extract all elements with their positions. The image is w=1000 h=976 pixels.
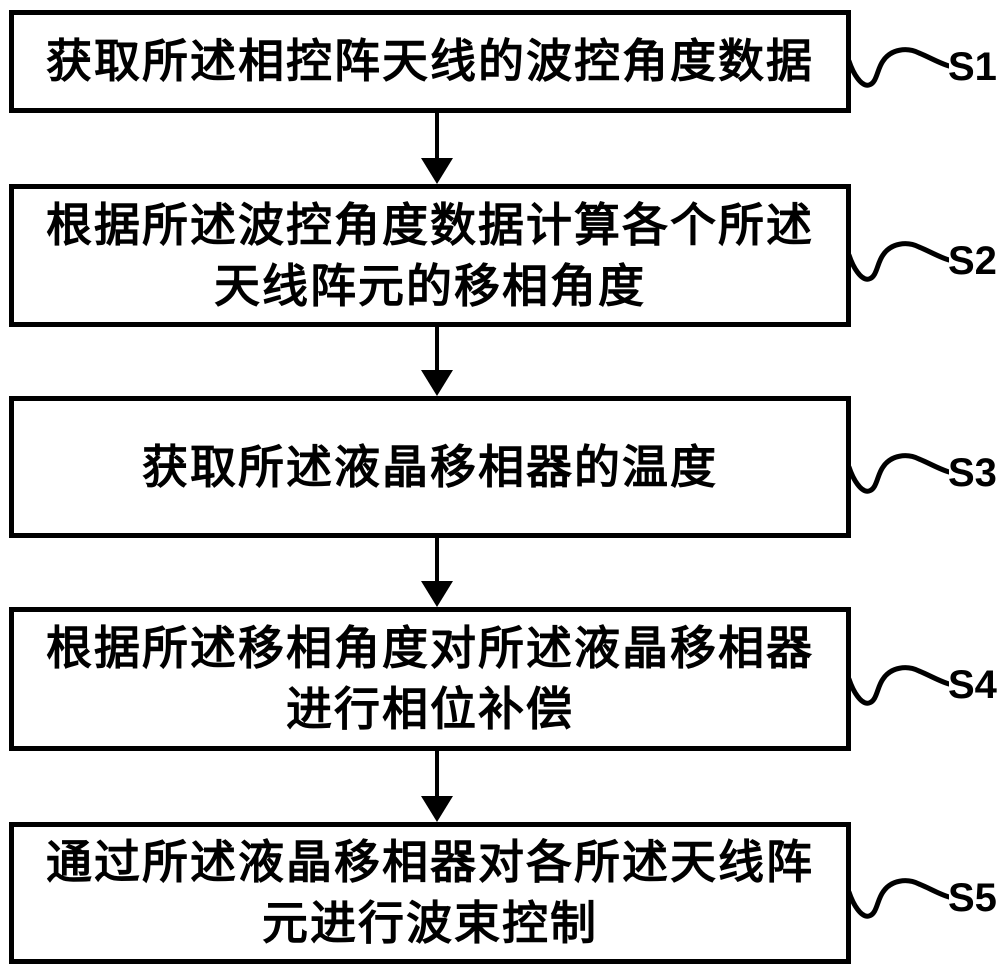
step-label-s3: S3 [948,451,997,495]
step-box-s1: 获取所述相控阵天线的波控角度数据 [9,10,851,113]
connector-squiggle-s2 [849,241,949,282]
step-text: 根据所述移相角度对所述液晶移相器 [46,622,814,674]
step-box-s4: 根据所述移相角度对所述液晶移相器 进行相位补偿 [9,607,851,751]
step-text: 进行相位补偿 [286,683,574,735]
step-box-s3: 获取所述液晶移相器的温度 [9,396,851,538]
step-text: 获取所述相控阵天线的波控角度数据 [46,35,814,87]
step-text: 通过所述液晶移相器对各所述天线阵 [46,836,814,888]
connector-squiggle-s5 [849,878,949,919]
connector-squiggle-s3 [849,453,949,494]
step-label-s2: S2 [948,239,997,283]
connector-squiggle-s1 [849,47,949,88]
step-text: 天线阵元的移相角度 [214,259,646,312]
step-text: 元进行波束控制 [262,897,598,949]
step-box-s5: 通过所述液晶移相器对各所述天线阵 元进行波束控制 [9,822,851,964]
step-box-s2: 根据所述波控角度数据计算各个所述 天线阵元的移相角度 [9,184,851,327]
step-label-s5: S5 [948,876,997,920]
step-text: 根据所述波控角度数据计算各个所述 [46,198,814,251]
step-label-s1: S1 [948,45,997,89]
connector-squiggle-s4 [849,665,949,706]
step-label-s4: S4 [948,663,997,707]
step-text: 获取所述液晶移相器的温度 [142,440,718,493]
